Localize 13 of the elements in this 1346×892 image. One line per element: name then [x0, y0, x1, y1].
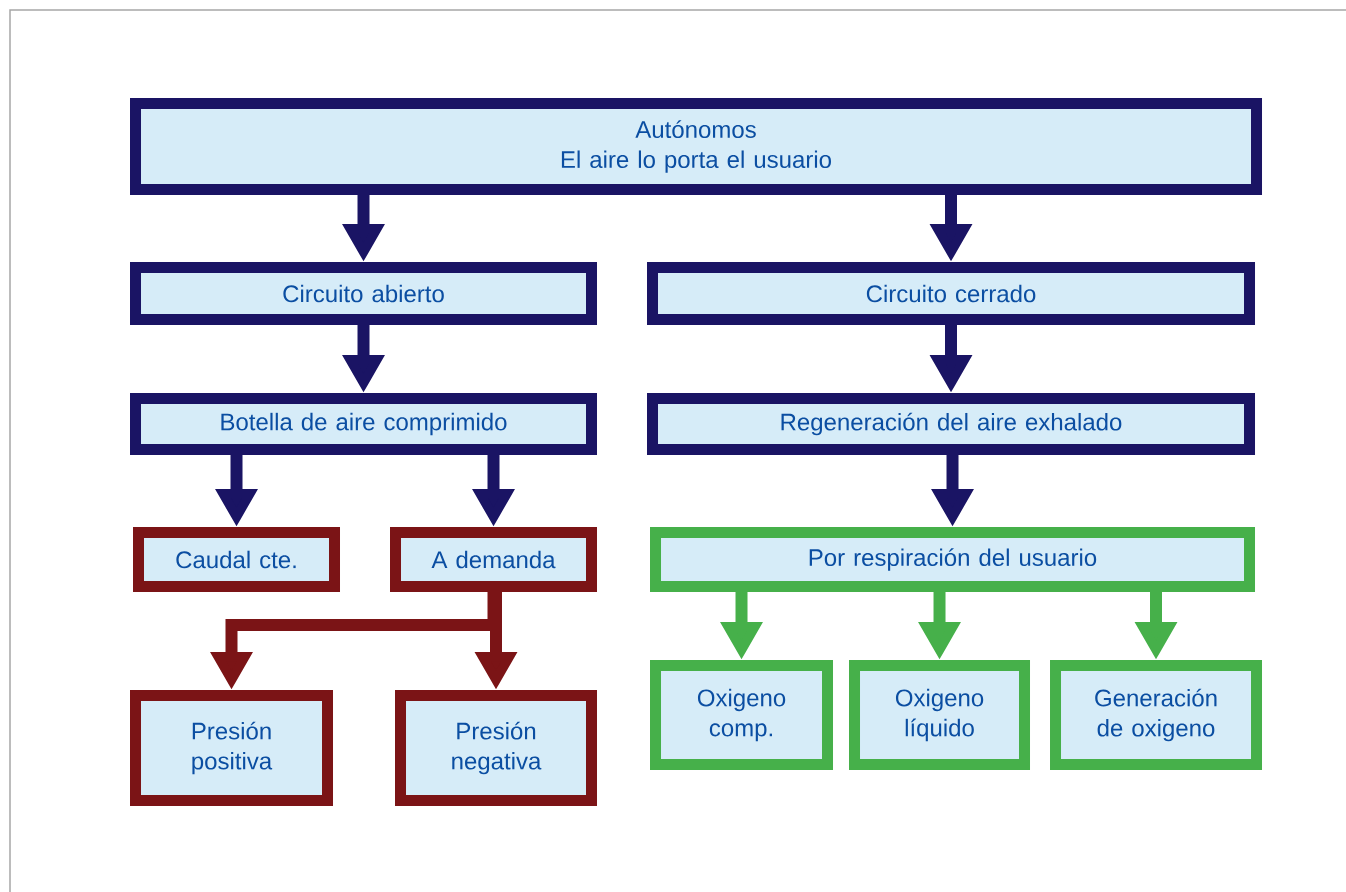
process-box: Circuito cerrado — [647, 262, 1255, 325]
process-box: Oxigeno comp. — [650, 660, 833, 770]
process-box: A demanda — [390, 527, 597, 592]
process-box: Oxigeno líquido — [849, 660, 1030, 770]
process-box: Por respiración del usuario — [650, 527, 1255, 592]
process-box: Regeneración del aire exhalado — [647, 393, 1255, 455]
process-box: Autónomos El aire lo porta el usuario — [130, 98, 1262, 195]
process-box: Botella de aire comprimido — [130, 393, 597, 455]
process-box: Presión positiva — [130, 690, 333, 806]
process-box: Presión negativa — [395, 690, 597, 806]
process-box: Circuito abierto — [130, 262, 597, 325]
process-box: Generación de oxigeno — [1050, 660, 1262, 770]
process-box: Caudal cte. — [133, 527, 340, 592]
